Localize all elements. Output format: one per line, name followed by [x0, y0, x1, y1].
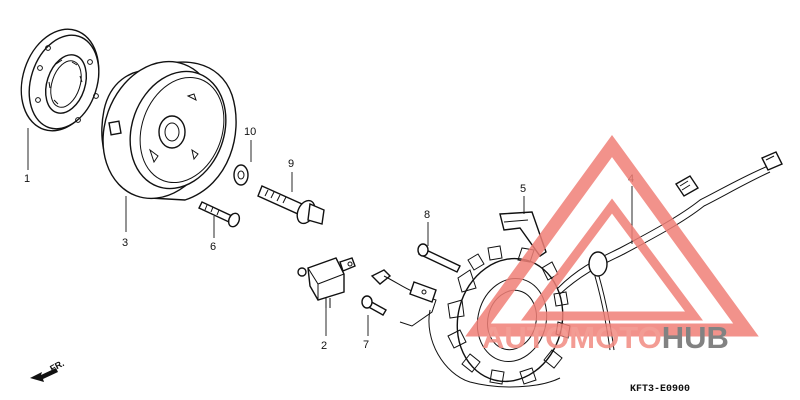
- watermark-logo: AUTOMOTOHUB: [465, 134, 759, 355]
- pulse-generator: [297, 257, 356, 308]
- watermark-text-automoto: AUTOMOTO: [482, 320, 662, 355]
- callout-9: 9: [288, 158, 294, 170]
- callout-5: 5: [520, 183, 526, 195]
- callout-10: 10: [244, 126, 256, 138]
- small-bolt: [198, 201, 241, 228]
- front-arrow-icon: [30, 368, 58, 382]
- callout-7: 7: [363, 339, 369, 351]
- diagram-code: KFT3-E0900: [630, 384, 690, 395]
- washer: [233, 164, 249, 186]
- starter-clutch-ring: [20, 28, 100, 132]
- stator-bolt: [417, 243, 461, 273]
- callout-6: 6: [210, 241, 216, 253]
- flywheel-rotor: [101, 60, 237, 201]
- svg-text:AUTOMOTOHUB: AUTOMOTOHUB: [482, 320, 729, 355]
- callout-2: 2: [321, 340, 327, 352]
- watermark-text-hub: HUB: [662, 320, 729, 355]
- pulser-bolt: [361, 295, 387, 316]
- front-arrow-label: FR.: [48, 358, 65, 374]
- wire-clamp-bracket: [370, 269, 437, 327]
- callout-8: 8: [424, 209, 430, 221]
- callout-3: 3: [122, 237, 128, 249]
- callout-1: 1: [24, 173, 30, 185]
- flange-bolt: [257, 185, 325, 225]
